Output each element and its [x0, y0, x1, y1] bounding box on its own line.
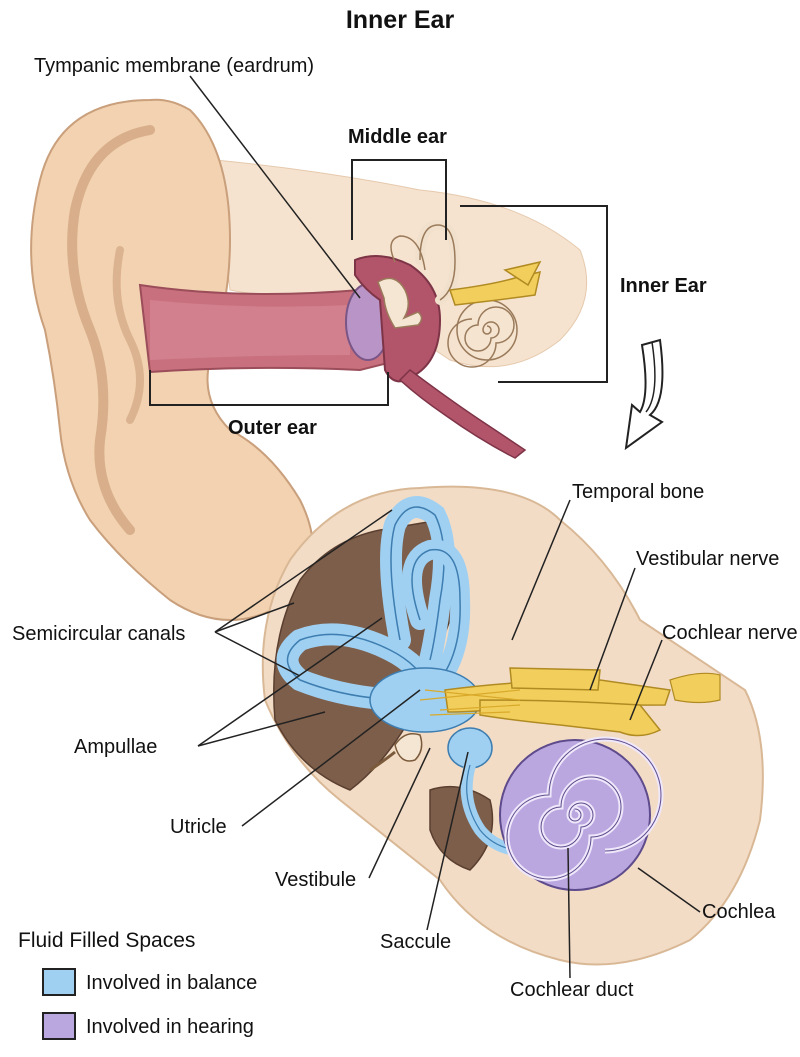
lateral-canal-outline [411, 548, 461, 681]
small-canals-outline [419, 224, 456, 301]
outer-ear-bracket [149, 370, 389, 406]
posterior-canal-outline [286, 633, 431, 701]
middle-ear-bracket [351, 159, 447, 240]
down-arrow [624, 338, 664, 451]
nerve-fibers [419, 689, 521, 716]
label-cochlea: Cochlea [702, 901, 776, 923]
diagram-title: Inner Ear [345, 6, 455, 34]
ossicles [377, 277, 423, 329]
small-nerve [448, 270, 541, 306]
inner-ear-bracket [460, 205, 608, 383]
distant-nerve [669, 672, 721, 704]
label-outer-ear: Outer ear [228, 417, 317, 439]
stapes [394, 733, 423, 762]
label-temporal-bone: Temporal bone [572, 481, 705, 503]
label-cochlear-nerve: Cochlear nerve [662, 622, 798, 644]
ear-canal-shade [150, 300, 350, 360]
label-inner-ear: Inner Ear [620, 275, 707, 297]
legend-label-balance: Involved in balance [86, 972, 258, 994]
label-tympanic-membrane: Tympanic membrane (eardrum) [34, 55, 315, 77]
pinna-inner [112, 246, 144, 424]
legend-swatch-balance [42, 968, 76, 996]
down-arrow-inner [645, 341, 656, 413]
nerve-bundle-top [509, 667, 601, 691]
label-saccule: Saccule [380, 931, 452, 953]
bottom-leaders [197, 499, 701, 979]
small-nerve-2 [503, 260, 542, 287]
label-middle-ear: Middle ear [348, 126, 447, 148]
stapes-link [369, 750, 396, 772]
legend-label-hearing: Involved in hearing [86, 1016, 254, 1038]
label-vestibular-nerve: Vestibular nerve [636, 548, 780, 570]
cochlear-nerve-shape [479, 699, 662, 737]
label-utricle: Utricle [170, 816, 227, 838]
label-cochlear-duct: Cochlear duct [510, 979, 634, 1001]
label-vestibule: Vestibule [275, 869, 357, 891]
superior-canal-outline [390, 506, 445, 661]
cochlea-spiral-line [506, 738, 662, 880]
eustachian-tube [398, 369, 527, 459]
small-cochlea-spiral [447, 306, 515, 368]
tympanic-leader [189, 75, 361, 299]
label-semicircular-canals: Semicircular canals [12, 623, 186, 645]
label-ampullae: Ampullae [74, 736, 158, 758]
pinna-fold [67, 125, 155, 535]
legend-title: Fluid Filled Spaces [18, 929, 196, 952]
small-canals-2 [390, 235, 426, 271]
legend-swatch-hearing [42, 1012, 76, 1040]
